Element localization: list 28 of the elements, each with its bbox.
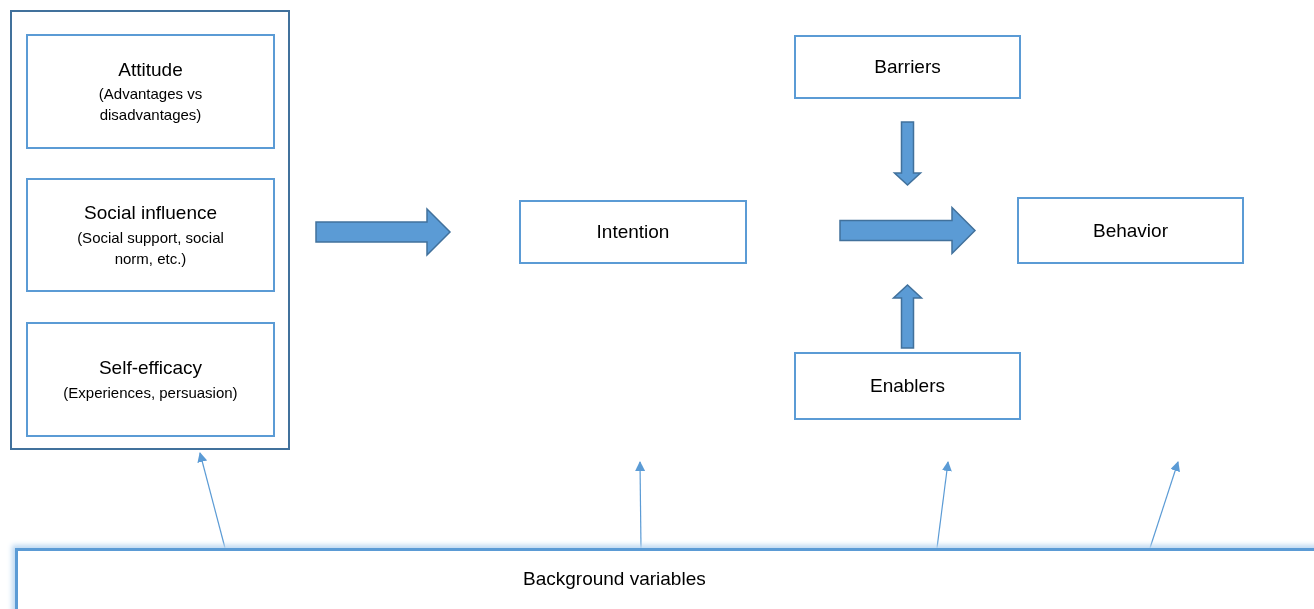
box-title: Intention [596,220,670,244]
box-title: Behavior [1093,218,1168,243]
box-title: Attitude [118,57,183,82]
concept-box [26,34,275,149]
box-title: Self-efficacy [98,356,203,380]
box-title: Social influence [83,201,218,225]
concept-box [26,322,275,437]
block-arrow [839,205,977,256]
block-arrow [892,121,923,187]
arrow [936,461,952,549]
box-title: Background variables [523,567,706,591]
concept-box [26,178,275,292]
box-subtitle: (Experiences, persuasion) [63,382,238,403]
concept-box [794,35,1021,99]
concept-box [794,352,1021,420]
box-subtitle: (Advantages vs disadvantages) [97,84,204,126]
arrow [1149,461,1180,549]
group-frame [10,10,290,450]
arrow [635,461,646,549]
box-title: Barriers [874,55,941,79]
block-arrow [315,207,452,257]
box-title: Enablers [870,374,945,398]
concept-box [1017,197,1244,264]
box-subtitle: (Social support, social norm, etc.) [76,227,225,269]
concept-box [519,200,747,264]
block-arrow [891,283,924,349]
background-panel [15,548,1314,609]
arrow [197,452,226,549]
